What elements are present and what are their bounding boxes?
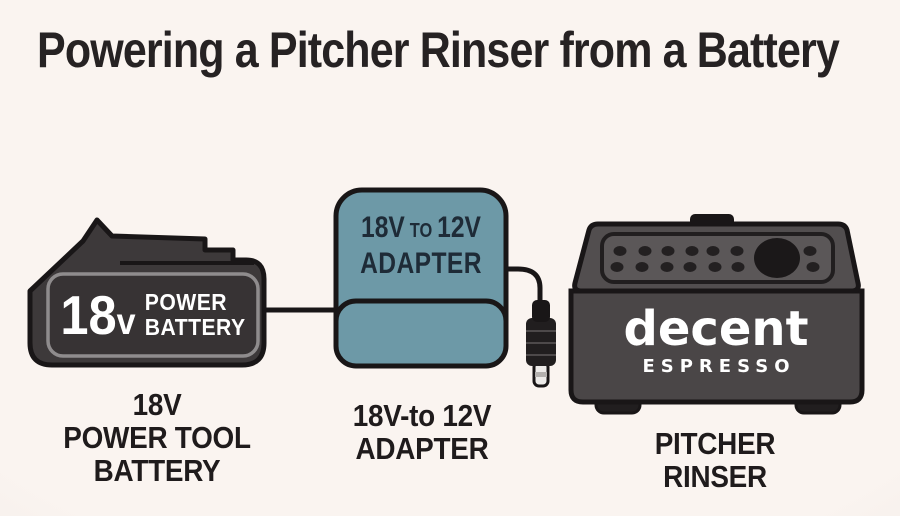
battery-device-label: 18 v POWER BATTERY — [56, 274, 249, 356]
adapter-volt-in: 18V — [361, 211, 405, 244]
rinser-caption-line1: PITCHER — [654, 426, 776, 461]
wire-adapter-to-plug — [506, 266, 543, 303]
brand-name: decent — [623, 301, 809, 357]
rinser-brand-logo: decent ESPRESSO — [596, 303, 836, 377]
battery-caption-line1: 18V — [132, 387, 182, 422]
adapter-voltage-line: 18V TO 12V — [351, 212, 490, 247]
adapter-volt-out: 12V — [437, 211, 481, 244]
battery-caption: 18V POWER TOOL BATTERY — [31, 388, 283, 487]
battery-caption-line3: BATTERY — [93, 453, 221, 488]
brand-subtitle: ESPRESSO — [642, 356, 796, 377]
rinser-caption-line2: RINSER — [663, 459, 767, 494]
rinser-front-face — [568, 288, 865, 405]
adapter-to-word: TO — [409, 220, 433, 242]
battery-illustration — [27, 217, 267, 368]
plug-ribs — [526, 330, 556, 356]
battery-voltage-label: 18 v — [60, 283, 136, 346]
battery-word-power: POWER — [144, 289, 228, 315]
adapter-word: ADAPTER — [360, 247, 482, 280]
adapter-caption-line2: ADAPTER — [355, 431, 489, 466]
adapter-lower-section — [333, 298, 509, 369]
page-title: Powering a Pitcher Rinser from a Battery — [37, 22, 840, 78]
battery-word-battery: BATTERY — [144, 314, 246, 340]
vent-holes — [610, 246, 820, 272]
dc-plug-icon — [526, 300, 556, 388]
plug-tip-band — [535, 372, 547, 377]
adapter-caption: 18V-to 12V ADAPTER — [314, 399, 530, 465]
adapter-device-label: 18V TO 12V ADAPTER — [351, 212, 490, 280]
battery-front-panel — [46, 272, 260, 358]
battery-voltage-unit: v — [116, 300, 136, 342]
plug-boot — [532, 300, 550, 322]
battery-voltage-number: 18 — [60, 283, 117, 346]
pitcher-rinser-illustration — [568, 214, 865, 415]
rinser-drain-hole — [754, 238, 800, 278]
battery-device-words: POWER BATTERY — [145, 290, 246, 340]
adapter-illustration — [333, 187, 509, 369]
battery-caption-line2: POWER TOOL — [63, 420, 251, 455]
adapter-caption-line1: 18V-to 12V — [352, 398, 492, 433]
rinser-caption: PITCHER RINSER — [607, 427, 823, 493]
